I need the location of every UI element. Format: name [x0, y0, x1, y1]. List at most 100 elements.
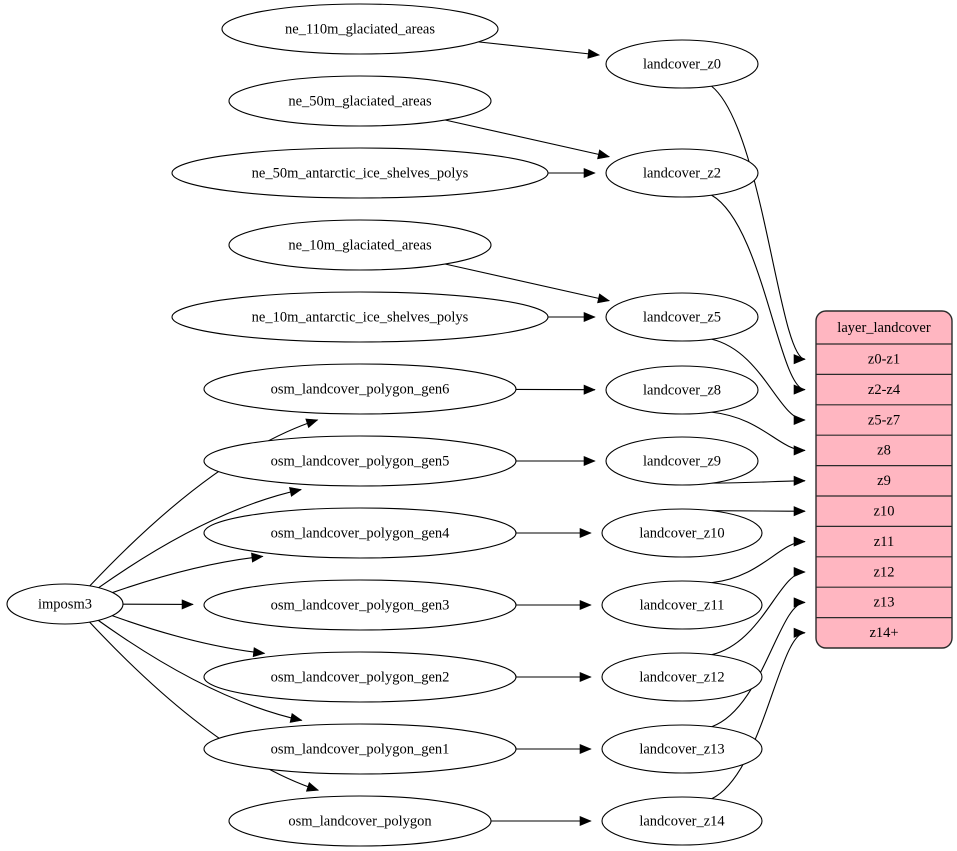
node-label: ne_10m_glaciated_areas — [288, 237, 432, 253]
edge-line — [711, 194, 806, 391]
edge-osm_landcover_polygon_gen4-to-landcover_z10 — [516, 527, 592, 539]
node-osm_landcover_polygon_gen4[interactable]: osm_landcover_polygon_gen4 — [203, 507, 517, 559]
node-shape — [601, 580, 763, 630]
table-row-label[interactable]: z9 — [877, 473, 891, 489]
arrow-head-icon — [793, 627, 806, 638]
node-osm_landcover_polygon_gen5[interactable]: osm_landcover_polygon_gen5 — [203, 435, 517, 487]
arrow-head-icon — [793, 475, 806, 486]
node-landcover_z12[interactable]: landcover_z12 — [601, 652, 763, 702]
node-shape — [605, 292, 759, 342]
node-label: osm_landcover_polygon_gen6 — [271, 381, 450, 397]
node-landcover_z11[interactable]: landcover_z11 — [601, 580, 763, 630]
edge-osm_landcover_polygon-to-landcover_z14 — [491, 815, 592, 827]
edge-landcover_z2-to-layer_landcover-z2-z4 — [711, 194, 806, 395]
arrow-head-icon — [583, 455, 596, 467]
table-header-label: layer_landcover — [837, 320, 931, 336]
node-osm_landcover_polygon_gen1[interactable]: osm_landcover_polygon_gen1 — [203, 723, 517, 775]
node-osm_landcover_polygon_gen6[interactable]: osm_landcover_polygon_gen6 — [203, 363, 517, 415]
edge-landcover_z9-to-layer_landcover-z9 — [711, 475, 806, 486]
arrow-head-icon — [305, 781, 319, 792]
node-landcover_z5[interactable]: landcover_z5 — [605, 292, 759, 342]
node-shape — [605, 148, 759, 198]
node-shape — [228, 219, 492, 271]
edge-imposm3-to-osm_landcover_polygon_gen4 — [112, 552, 264, 594]
arrow-head-icon — [793, 354, 806, 365]
arrow-head-icon — [579, 743, 592, 755]
edge-imposm3-to-osm_landcover_polygon_gen2 — [111, 615, 266, 658]
node-label: landcover_z0 — [643, 56, 721, 72]
edge-imposm3-to-osm_landcover_polygon_gen1 — [97, 619, 303, 723]
node-landcover_z13[interactable]: landcover_z13 — [601, 724, 763, 774]
arrow-head-icon — [793, 384, 806, 395]
edge-ne_10m_glaciated_areas-to-landcover_z5 — [444, 263, 610, 304]
node-shape — [601, 724, 763, 774]
node-label: imposm3 — [38, 596, 92, 612]
table-row-label[interactable]: z12 — [874, 564, 895, 580]
arrow-head-icon — [597, 149, 610, 160]
arrow-head-icon — [181, 599, 194, 610]
layer-landcover-table: layer_landcover z0-z1 z2-z4 z5-z7 z8 z9 z10 z11… — [815, 310, 953, 649]
edge-landcover_z5-to-layer_landcover-z5-z7 — [711, 338, 806, 426]
table-row-label[interactable]: z13 — [874, 595, 895, 611]
node-landcover_z0[interactable]: landcover_z0 — [605, 39, 759, 89]
node-ne_50m_antarctic_ice_shelves_polys[interactable]: ne_50m_antarctic_ice_shelves_polys — [171, 147, 549, 199]
edge-line — [89, 419, 318, 587]
node-osm_landcover_polygon_gen3[interactable]: osm_landcover_polygon_gen3 — [203, 579, 517, 631]
node-landcover_z14[interactable]: landcover_z14 — [601, 796, 763, 846]
edge-landcover_z14-to-layer_landcover-z14+ — [711, 627, 806, 800]
arrow-head-icon — [252, 647, 266, 658]
node-shape — [171, 291, 549, 343]
arrow-head-icon — [793, 566, 806, 578]
table-outline — [815, 310, 953, 649]
table-row-label[interactable]: z5-z7 — [868, 412, 900, 428]
node-label: ne_10m_antarctic_ice_shelves_polys — [252, 309, 469, 325]
table-row-label[interactable]: z0-z1 — [868, 352, 900, 368]
node-landcover_z9[interactable]: landcover_z9 — [605, 436, 759, 486]
node-osm_landcover_polygon_gen2[interactable]: osm_landcover_polygon_gen2 — [203, 651, 517, 703]
node-ne_50m_glaciated_areas[interactable]: ne_50m_glaciated_areas — [228, 75, 492, 127]
arrow-head-icon — [289, 713, 303, 723]
node-imposm3[interactable]: imposm3 — [6, 583, 124, 625]
arrow-head-icon — [793, 597, 806, 608]
node-shape — [601, 508, 763, 558]
arrow-head-icon — [583, 167, 596, 179]
node-shape — [203, 435, 517, 487]
table-row-label[interactable]: z14+ — [869, 625, 898, 641]
edge-line — [111, 615, 265, 654]
arrow-head-icon — [793, 445, 806, 456]
node-shape — [203, 723, 517, 775]
arrow-head-icon — [793, 506, 806, 517]
node-landcover_z2[interactable]: landcover_z2 — [605, 148, 759, 198]
edge-ne_110m_glaciated_areas-to-landcover_z0 — [478, 41, 600, 59]
node-ne_10m_glaciated_areas[interactable]: ne_10m_glaciated_areas — [228, 219, 492, 271]
node-label: osm_landcover_polygon_gen2 — [271, 669, 450, 685]
node-shape — [6, 583, 124, 625]
node-label: osm_landcover_polygon_gen3 — [271, 597, 450, 613]
table-background — [816, 311, 952, 648]
table-row-label[interactable]: z11 — [874, 534, 894, 550]
node-landcover_z8[interactable]: landcover_z8 — [605, 365, 759, 415]
edge-ne_50m_antarctic_ice_shelves_polys-to-landcover_z2 — [548, 167, 596, 179]
edge-osm_landcover_polygon_gen6-to-landcover_z8 — [515, 384, 596, 395]
node-shape — [605, 39, 759, 89]
edge-line — [711, 85, 806, 360]
table-row-label[interactable]: z2-z4 — [868, 382, 901, 398]
arrow-head-icon — [793, 536, 806, 547]
edge-line — [478, 41, 600, 56]
arrow-head-icon — [597, 293, 610, 304]
node-landcover_z10[interactable]: landcover_z10 — [601, 508, 763, 558]
arrow-head-icon — [579, 599, 592, 611]
node-label: osm_landcover_polygon_gen1 — [271, 741, 450, 757]
node-label: osm_landcover_polygon_gen5 — [271, 453, 450, 469]
node-ne_110m_glaciated_areas[interactable]: ne_110m_glaciated_areas — [221, 3, 499, 55]
edge-landcover_z10-to-layer_landcover-z10 — [711, 506, 806, 517]
edge-line — [112, 555, 263, 594]
node-label: landcover_z5 — [643, 309, 721, 325]
edge-landcover_z11-to-layer_landcover-z11 — [711, 536, 806, 584]
node-ne_10m_antarctic_ice_shelves_polys[interactable]: ne_10m_antarctic_ice_shelves_polys — [171, 291, 549, 343]
table-row-label[interactable]: z10 — [874, 504, 895, 520]
edge-imposm3-to-osm_landcover_polygon — [89, 621, 319, 792]
node-osm_landcover_polygon[interactable]: osm_landcover_polygon — [228, 795, 492, 847]
table-row-label[interactable]: z8 — [877, 443, 891, 459]
